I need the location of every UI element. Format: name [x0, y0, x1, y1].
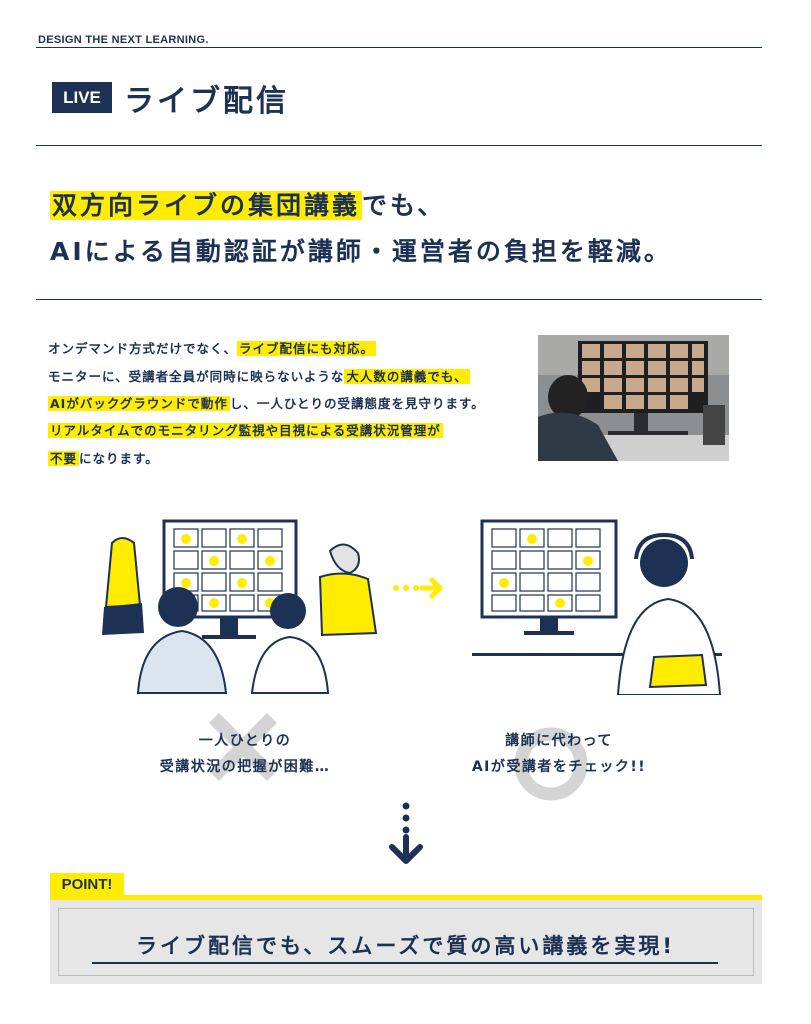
point-underline	[92, 962, 718, 964]
body-text: になります。	[79, 451, 159, 466]
point-tab: POINT!	[50, 873, 124, 897]
headline-rule	[36, 299, 762, 300]
headline-line-2: AIによる自動認証が講師・運営者の負担を軽減。	[50, 237, 672, 266]
body-line-4: リアルタイムでのモニタリング監視や目視による受講状況管理が	[48, 420, 443, 439]
body-text: オンデマンド方式だけでなく、	[48, 341, 238, 356]
point-accent-bar	[50, 895, 762, 900]
circle-mark-icon	[513, 726, 589, 802]
left-caption-line-2: 受講状況の把握が困難…	[159, 759, 331, 775]
arrow-down-icon	[386, 801, 426, 867]
body-text: モニターに、受講者全員が同時に映らないような	[48, 369, 345, 384]
point-message: ライブ配信でも、スムーズで質の高い講義を実現!	[136, 934, 675, 958]
body-line-2: モニターに、受講者全員が同時に映らないような大人数の講義でも、	[48, 366, 470, 385]
point-inner-frame	[58, 908, 754, 976]
title-rule	[36, 145, 762, 146]
video-conference-photo	[538, 335, 729, 461]
left-caption-line-1: 一人ひとりの	[198, 733, 292, 749]
right-caption-line-2: AIが受講者をチェック!!	[471, 759, 647, 775]
body-highlight: 不要	[48, 451, 80, 466]
body-line-1: オンデマンド方式だけでなく、ライブ配信にも対応。	[48, 338, 377, 357]
headline-line-1: 双方向ライブの集団講義でも、	[50, 186, 445, 222]
live-badge: LIVE	[52, 82, 112, 113]
illustration-crowded-monitoring	[92, 515, 382, 695]
body-highlight: リアルタイムでのモニタリング監視や目視による受講状況管理が	[48, 423, 443, 438]
body-text: し、一人ひとりの受講態度を見守ります。	[229, 396, 485, 411]
body-highlight: AIがバックグラウンドで動作	[48, 396, 230, 411]
point-box	[50, 900, 762, 984]
headline-line-1-rest: でも、	[362, 191, 446, 220]
cross-mark-icon	[206, 710, 280, 784]
body-line-3: AIがバックグラウンドで動作し、一人ひとりの受講態度を見守ります。	[48, 393, 485, 412]
section-title: ライブ配信	[124, 84, 289, 119]
body-highlight: 大人数の講義でも、	[344, 369, 470, 384]
header-rule	[36, 47, 762, 48]
right-caption-line-1: 講師に代わって	[505, 733, 613, 749]
body-highlight: ライブ配信にも対応。	[237, 341, 377, 356]
brand-tagline: DESIGN THE NEXT LEARNING.	[38, 34, 209, 46]
headline-highlight: 双方向ライブの集団講義	[50, 191, 363, 220]
body-line-5: 不要になります。	[48, 448, 159, 467]
illustration-ai-instructor	[468, 515, 728, 696]
arrow-right-icon	[392, 576, 446, 600]
